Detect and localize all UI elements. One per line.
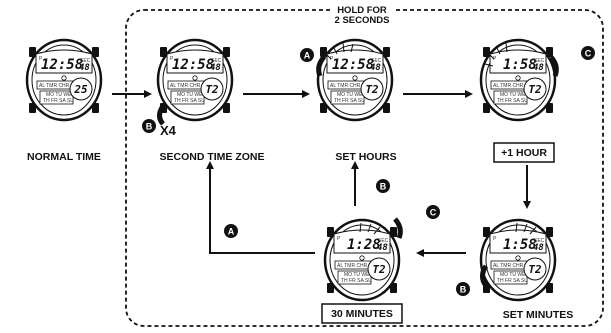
svg-text:T2: T2 — [528, 83, 542, 96]
svg-text:C: C — [430, 208, 437, 218]
svg-text:P: P — [170, 56, 174, 62]
press-count-x4: X4 — [160, 123, 177, 138]
flash-rays-thirty — [359, 222, 381, 235]
svg-text:MO TU WE: MO TU WE — [500, 272, 526, 278]
svg-text:AL TMR CHR: AL TMR CHR — [170, 83, 201, 89]
svg-text:MO TU WE: MO TU WE — [177, 92, 203, 98]
svg-text:T2: T2 — [528, 263, 542, 276]
label-set-minutes: SET MINUTES — [503, 309, 574, 321]
svg-text:B: B — [146, 122, 153, 132]
button-a-badge-set-hours: A — [300, 48, 314, 62]
watch-second-time-zone: P 12:58 SEC 48 AL TMR CHR MO TU WE TH FR… — [156, 38, 234, 122]
svg-text:1:58: 1:58 — [503, 237, 537, 253]
svg-text:48: 48 — [533, 243, 544, 253]
svg-text:AL TMR CHR: AL TMR CHR — [493, 83, 524, 89]
svg-text:12:58: 12:58 — [332, 57, 374, 73]
button-c-badge-thirty: C — [426, 205, 440, 219]
label-plus-one-hour: +1 HOUR — [501, 147, 547, 159]
watch-plus-one-hour: P 1:58 SEC 48 AL TMR CHR MO TU WE TH FR … — [479, 38, 557, 122]
flash-rays-minutes — [515, 222, 537, 235]
svg-text:TH FR SA SU: TH FR SA SU — [341, 278, 372, 284]
svg-text:AL TMR CHR: AL TMR CHR — [39, 83, 70, 89]
svg-text:SEC: SEC — [371, 58, 382, 64]
button-c-badge-plus-hour: C — [581, 46, 595, 60]
svg-text:T2: T2 — [372, 263, 386, 276]
pressed-button-b-second-zone — [157, 104, 166, 126]
arrow-thirty-back-to-second — [206, 161, 315, 254]
pressed-button-c-thirty — [393, 217, 403, 239]
svg-text:TH FR SA SU: TH FR SA SU — [497, 278, 528, 284]
svg-text:T2: T2 — [205, 83, 219, 96]
svg-text:A: A — [228, 227, 235, 237]
svg-text:MO TU WE: MO TU WE — [46, 92, 72, 98]
svg-text:P: P — [493, 236, 497, 242]
svg-text:12:58: 12:58 — [172, 57, 214, 73]
pressed-button-c-plus-hour — [549, 55, 559, 77]
watch-normal-time: P 12:58 SEC 48 AL TMR CHR MO TU WE TH FR… — [25, 38, 103, 122]
svg-text:SEC: SEC — [378, 238, 389, 244]
svg-text:TH FR SA SU: TH FR SA SU — [43, 98, 74, 104]
svg-text:48: 48 — [377, 243, 388, 253]
label-second-time-zone: SECOND TIME ZONE — [159, 151, 264, 163]
svg-text:48: 48 — [370, 63, 381, 73]
svg-text:B: B — [460, 285, 467, 295]
svg-text:48: 48 — [79, 63, 90, 73]
flash-rays-hour-plus — [484, 42, 508, 67]
svg-text:MO TU WE: MO TU WE — [344, 272, 370, 278]
svg-text:P: P — [330, 56, 334, 62]
plus-hour-box — [493, 142, 555, 163]
watch-thirty-minutes: P 1:28 SEC 48 AL TMR CHR MO TU WE TH FR … — [323, 218, 401, 302]
svg-text:48: 48 — [210, 63, 221, 73]
svg-text:MO TU WE: MO TU WE — [337, 92, 363, 98]
svg-text:MO TU WE: MO TU WE — [500, 92, 526, 98]
watch-set-minutes: P 1:58 SEC 48 AL TMR CHR MO TU WE TH FR … — [479, 218, 557, 302]
button-a-badge-return: A — [224, 224, 238, 238]
svg-text:B: B — [380, 182, 387, 192]
svg-text:SEC: SEC — [211, 58, 222, 64]
watch-set-hours: P 12:58 SEC 48 AL TMR CHR MO TU WE TH FR… — [316, 38, 394, 122]
svg-text:P: P — [39, 56, 43, 62]
svg-text:AL TMR CHR: AL TMR CHR — [493, 263, 524, 269]
label-thirty-minutes: 30 MINUTES — [331, 308, 393, 320]
pressed-button-a-set-hours — [316, 55, 326, 77]
button-b-badge-set-minutes: B — [456, 282, 470, 296]
label-set-hours: SET HOURS — [335, 151, 396, 163]
label-normal-time: NORMAL TIME — [27, 151, 101, 163]
svg-text:TH FR SA SU: TH FR SA SU — [174, 98, 205, 104]
svg-text:1:58: 1:58 — [503, 57, 537, 73]
button-b-badge-up-arrow: B — [376, 179, 390, 193]
svg-text:SEC: SEC — [534, 238, 545, 244]
svg-text:C: C — [585, 49, 592, 59]
hold-label-line2: 2 SECONDS — [335, 15, 390, 26]
button-b-badge-second-zone: B — [142, 119, 156, 133]
svg-text:AL TMR CHR: AL TMR CHR — [337, 263, 368, 269]
pressed-button-b-set-minutes — [480, 264, 489, 288]
svg-text:48: 48 — [533, 63, 544, 73]
flash-rays-hours — [324, 42, 354, 60]
svg-text:P: P — [493, 56, 497, 62]
svg-text:1:28: 1:28 — [347, 237, 381, 253]
hold-label-line1: HOLD FOR — [337, 5, 387, 16]
thirty-minutes-box — [321, 303, 403, 324]
svg-text:SEC: SEC — [80, 58, 91, 64]
svg-text:TH FR SA SU: TH FR SA SU — [334, 98, 365, 104]
svg-text:A: A — [304, 51, 311, 61]
watch-time-display: 12:58 — [41, 57, 83, 73]
svg-text:25: 25 — [73, 83, 88, 96]
svg-text:TH FR SA SU: TH FR SA SU — [497, 98, 528, 104]
svg-text:SEC: SEC — [534, 58, 545, 64]
svg-text:P: P — [337, 236, 341, 242]
svg-text:AL TMR CHR: AL TMR CHR — [330, 83, 361, 89]
svg-text:T2: T2 — [365, 83, 379, 96]
